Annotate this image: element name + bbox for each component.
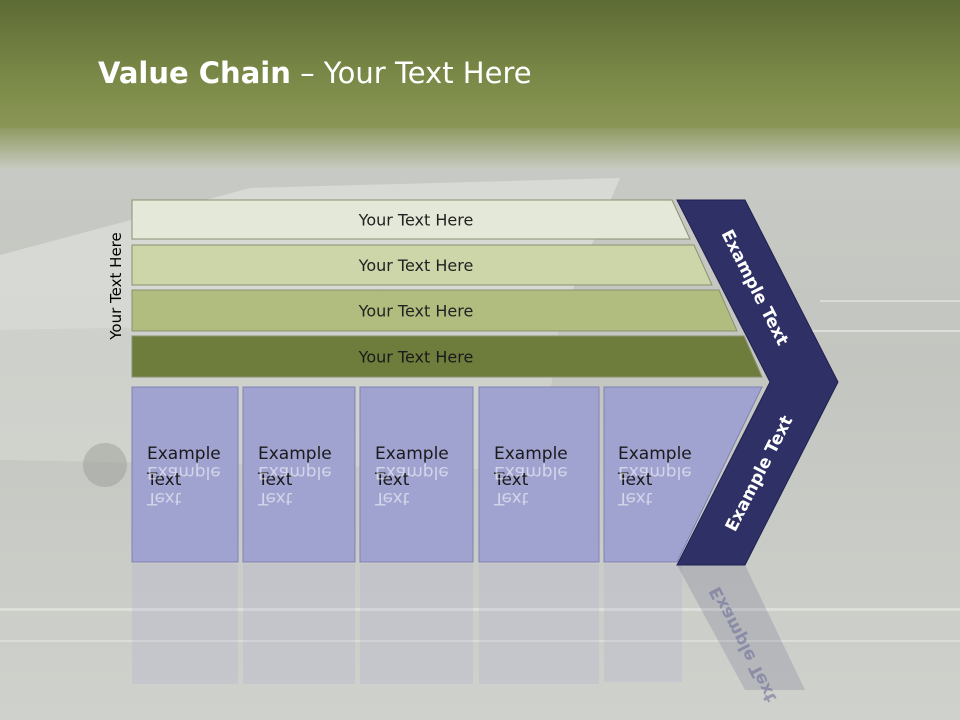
box-1-reflection-line2: Text	[146, 488, 182, 508]
box-2	[242, 386, 356, 563]
page-title: Value Chain – Your Text Here	[98, 56, 532, 90]
box-4-reflection-line1: Example	[494, 462, 568, 482]
box-4-reflection	[479, 564, 599, 684]
box-2-line2: Text	[257, 470, 293, 490]
box-2-reflection	[243, 564, 355, 684]
box-3	[359, 386, 474, 563]
box-3-line2: Text	[374, 470, 410, 490]
box-5-line1: Example	[618, 444, 692, 464]
box-5-reflection	[604, 564, 682, 682]
title-bold: Value Chain	[98, 56, 291, 90]
box-4	[478, 386, 600, 563]
box-1-reflection-line1: Example	[147, 462, 221, 482]
box-5-reflection-line2: Text	[617, 488, 653, 508]
box-4-line2: Text	[493, 470, 529, 490]
band-2-label: Your Text Here	[358, 256, 474, 275]
box-2-line1: Example	[258, 444, 332, 464]
box-3-line1: Example	[375, 444, 449, 464]
band-1-label: Your Text Here	[358, 211, 474, 230]
box-2-reflection-line1: Example	[258, 462, 332, 482]
box-4-reflection-line2: Text	[493, 488, 529, 508]
box-2-reflection-line2: Text	[257, 488, 293, 508]
band-4	[131, 335, 763, 378]
title-rest: – Your Text Here	[290, 56, 532, 90]
box-3-reflection-line2: Text	[374, 488, 410, 508]
box-5	[603, 386, 763, 563]
chevron-reflection	[677, 565, 805, 690]
box-3-reflection-line1: Example	[375, 462, 449, 482]
box-1-reflection	[132, 564, 238, 684]
box-4-line1: Example	[494, 444, 568, 464]
chevron	[676, 199, 839, 566]
box-5-reflection-line1: Example	[618, 462, 692, 482]
band-4-label: Your Text Here	[358, 348, 474, 367]
box-1-line1: Example	[147, 444, 221, 464]
box-5-line2: Text	[617, 470, 653, 490]
box-1	[131, 386, 239, 563]
box-1-line2: Text	[146, 470, 182, 490]
band-2	[131, 244, 713, 286]
band-1	[131, 199, 691, 240]
band-3	[131, 289, 738, 332]
band-3-label: Your Text Here	[358, 302, 474, 321]
box-3-reflection	[360, 564, 473, 684]
